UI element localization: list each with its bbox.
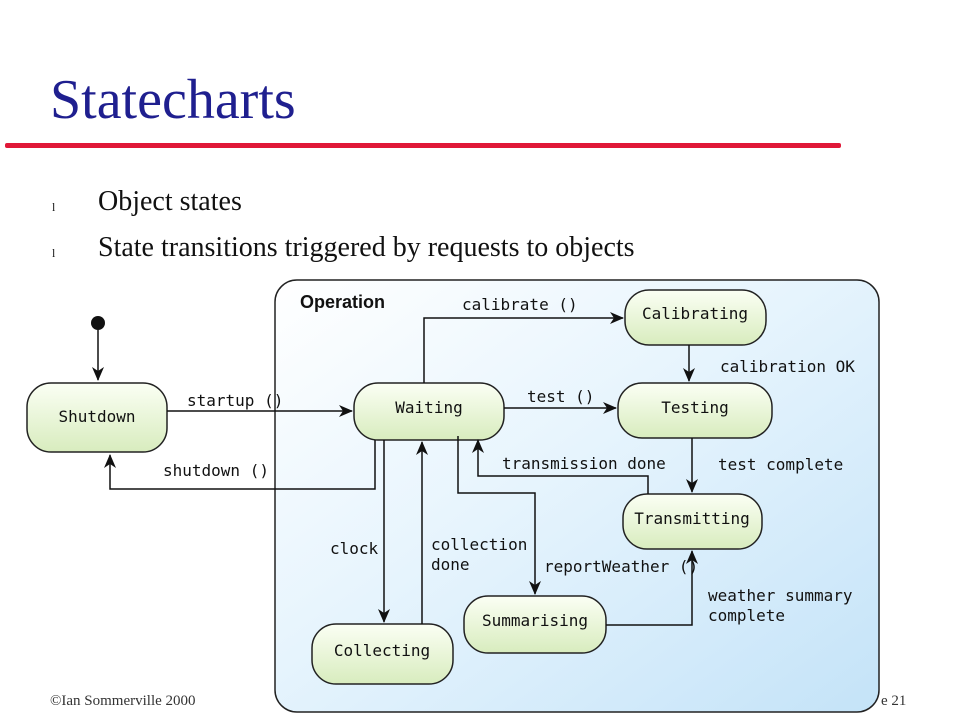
initial-state-dot [91,316,105,330]
transition-report-weather [457,436,541,595]
operation-label: Operation [300,292,385,312]
label-collection-done-line2: done [431,555,470,574]
title-underline [5,143,841,148]
label-calibration-ok: calibration OK [720,357,855,376]
bullet-marker: l [52,246,56,260]
svg-text:Summarising: Summarising [482,611,588,630]
label-clock: clock [330,539,379,558]
label-collection-done-line1: collection [431,535,527,554]
svg-text:Shutdown: Shutdown [58,407,135,426]
label-test-complete: test complete [718,455,843,474]
state-testing: Testing [617,382,773,439]
label-calibrate: calibrate () [462,295,578,314]
transition-shutdown [104,440,376,490]
state-summarising: Summarising [463,595,607,654]
state-transmitting: Transmitting [622,493,763,550]
label-report-weather: reportWeather () [544,557,698,576]
bullet-object-states: Object states [98,186,242,217]
svg-text:Testing: Testing [661,398,728,417]
transition-weather-summary [606,550,698,626]
label-weather-summary-line1: weather summary [708,586,853,605]
transition-calibrate [423,312,624,383]
svg-text:Collecting: Collecting [334,641,430,660]
transition-transmission-done [472,439,649,494]
svg-text:Transmitting: Transmitting [634,509,750,528]
state-waiting: Waiting [353,382,505,441]
svg-text:Waiting: Waiting [395,398,462,417]
label-weather-summary-line2: complete [708,606,785,625]
svg-text:Calibrating: Calibrating [642,304,748,323]
bullet-state-transitions: State transitions triggered by requests … [98,232,635,263]
slide-title: Statecharts [50,69,296,131]
footer-copyright: ©Ian Sommerville 2000 [50,693,196,709]
label-test: test () [527,387,594,406]
state-calibrating: Calibrating [624,289,767,346]
label-shutdown: shutdown () [163,461,269,480]
bullet-marker: l [52,200,56,214]
state-collecting: Collecting [311,623,454,685]
label-startup: startup () [187,391,283,410]
label-transmission-done: transmission done [502,454,666,473]
footer-page-number: e 21 [881,693,907,709]
state-shutdown: Shutdown [26,382,168,453]
